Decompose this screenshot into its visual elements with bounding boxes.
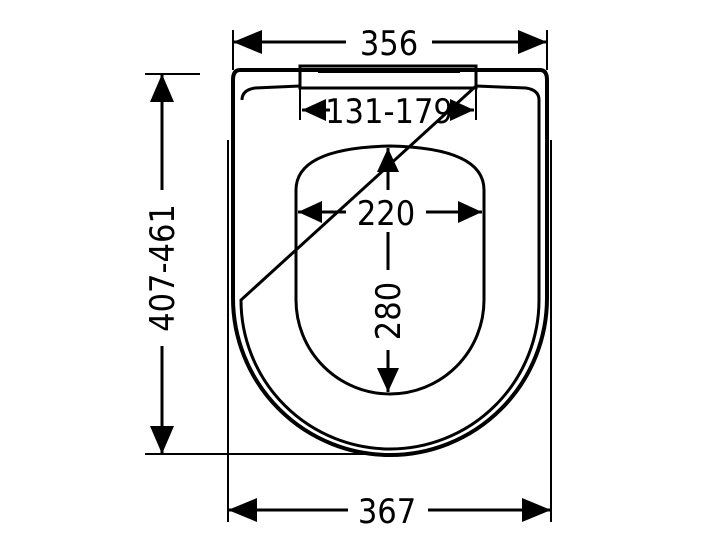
seat-outline xyxy=(227,68,552,460)
opening-length-label: 280 xyxy=(369,282,409,340)
arrow-opening-right xyxy=(458,201,482,223)
dim-opening-width: 220 xyxy=(298,194,482,234)
arrow-top-right xyxy=(518,30,547,54)
arrow-hinge-left xyxy=(302,99,326,121)
opening-width-label: 220 xyxy=(357,194,415,234)
bottom-width-label: 367 xyxy=(358,492,416,532)
seat-outer-outline xyxy=(231,68,549,457)
dim-hinge-spacing: 131-179 xyxy=(302,92,474,132)
dim-overall-length: 407-461 xyxy=(143,73,390,455)
dim-bottom-width: 367 xyxy=(227,300,552,532)
arrow-overall-up xyxy=(150,74,174,102)
dim-top-width: 356 xyxy=(232,24,548,70)
arrow-opening-left xyxy=(298,201,322,223)
arrow-opening-up xyxy=(377,148,399,172)
arrow-bottom-left xyxy=(228,498,257,522)
arrow-opening-down xyxy=(377,368,399,392)
arrow-bottom-right xyxy=(522,498,551,522)
overall-length-label: 407-461 xyxy=(143,204,183,332)
hinge-bar xyxy=(298,64,478,90)
dim-opening-length: 280 xyxy=(369,148,409,392)
top-width-label: 356 xyxy=(360,24,418,64)
hinge-block xyxy=(298,64,478,120)
hinge-spacing-label: 131-179 xyxy=(325,92,453,132)
arrow-overall-down xyxy=(150,426,174,454)
arrow-hinge-right xyxy=(450,99,474,121)
seat-opening xyxy=(294,144,486,396)
arrow-top-left xyxy=(233,30,262,54)
seat-inner-rim xyxy=(239,84,541,451)
